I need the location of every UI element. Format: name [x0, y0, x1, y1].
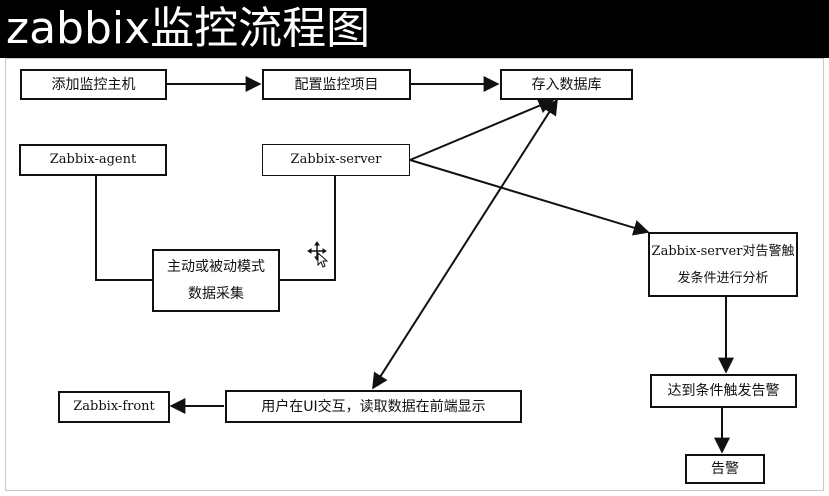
box-trigger-alert: 达到条件触发告警 — [650, 374, 797, 408]
box-zabbix-server: Zabbix-server — [262, 144, 410, 176]
diagram-frame — [5, 58, 824, 491]
arrow-ui-db-bidirectional — [372, 98, 558, 390]
box-alert: 告警 — [685, 454, 765, 484]
box-config-items: 配置监控项目 — [262, 69, 411, 100]
arrow-server-to-db — [409, 98, 555, 161]
box-zabbix-agent: Zabbix-agent — [19, 144, 167, 176]
line-server-to-collect — [280, 176, 336, 281]
flowchart-canvas: 添加监控主机 配置监控项目 存入数据库 Zabbix-agent Zabbix-… — [0, 58, 829, 496]
move-cursor-icon — [307, 241, 329, 268]
connector-layer — [95, 76, 734, 454]
box-zabbix-front: Zabbix-front — [58, 391, 170, 423]
page-title: zabbix监控流程图 — [6, 3, 371, 54]
box-ui-interaction: 用户在UI交互，读取数据在前端显示 — [225, 390, 522, 423]
box-data-collection: 主动或被动模式 数据采集 — [152, 249, 280, 312]
box-alert-analysis: Zabbix-server对告警触 发条件进行分析 — [648, 232, 798, 297]
arrow-server-to-analyze — [409, 159, 650, 236]
box-add-host: 添加监控主机 — [20, 69, 167, 100]
box-store-db: 存入数据库 — [500, 69, 633, 100]
line-agent-to-collect — [95, 176, 152, 281]
